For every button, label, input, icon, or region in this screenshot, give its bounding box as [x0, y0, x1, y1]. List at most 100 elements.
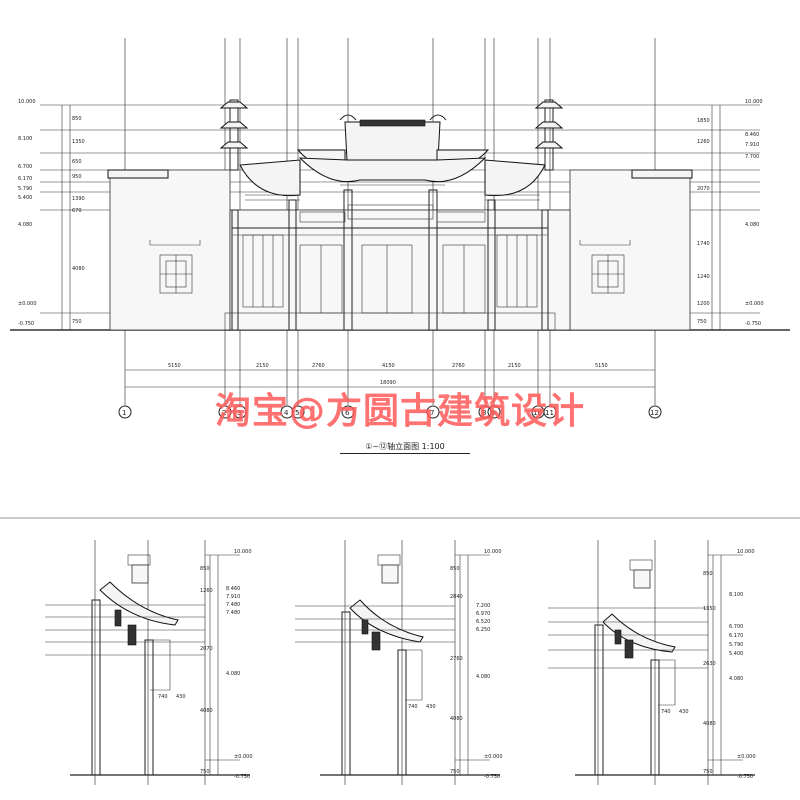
section-b: 10.000 7.200 6.970 6.520 6.250 4.080 ±0.… — [295, 540, 503, 785]
level-mark: 6.170 — [729, 633, 743, 639]
front-elevation: 10.000 8.100 6.700 6.170 5.790 5.400 4.0… — [10, 38, 790, 419]
lattice-window-right — [579, 240, 631, 294]
horizontal-dimensions: 5150 2150 2760 4150 2760 2150 5150 18090 — [125, 363, 655, 388]
axis-label: 11 — [545, 409, 554, 417]
dim-text: 850 — [703, 571, 713, 577]
level-mark: 7.910 — [226, 594, 240, 600]
lattice-window-left — [149, 240, 201, 294]
axis-label: 8 — [482, 409, 486, 417]
section-c: 10.000 8.100 6.700 6.170 5.790 5.400 4.0… — [548, 540, 756, 785]
dim-text: 2760 — [312, 363, 325, 369]
level-mark: ±0.000 — [18, 301, 37, 307]
level-mark: ±0.000 — [737, 754, 756, 760]
level-mark: 7.910 — [745, 142, 759, 148]
level-mark: 6.970 — [476, 611, 490, 617]
dim-text: 4080 — [72, 266, 85, 272]
level-mark: 8.460 — [226, 586, 240, 592]
level-mark: -0.750 — [18, 321, 34, 327]
dim-text: 850 — [450, 566, 460, 572]
axis-label: 5 — [295, 409, 299, 417]
level-mark: 8.100 — [729, 592, 743, 598]
side-walls — [107, 169, 693, 331]
level-mark: 5.790 — [729, 642, 743, 648]
section-a: 10.000 8.460 7.910 7.480 7.480 4.080 ±0.… — [45, 540, 253, 785]
dim-text: 740 — [408, 704, 418, 710]
left-level-markers: 10.000 8.100 6.700 6.170 5.790 5.400 4.0… — [18, 99, 85, 330]
level-mark: 7.480 — [226, 610, 240, 616]
watermark-text: 淘宝@方圆古建筑设计 — [214, 391, 585, 432]
dim-text: 4080 — [703, 721, 716, 727]
dim-text: 1390 — [72, 196, 85, 202]
level-mark: -0.750 — [745, 321, 761, 327]
elevation-caption: ①~⑫轴立面图 1:100 — [340, 441, 470, 454]
right-level-markers: 10.000 8.460 7.910 7.700 4.080 ±0.000 -0… — [697, 99, 764, 330]
level-mark: 6.170 — [18, 176, 32, 182]
level-mark: 7.700 — [745, 154, 759, 160]
roofs — [239, 114, 546, 201]
dim-text: 2070 — [200, 646, 213, 652]
dim-text: 4080 — [450, 716, 463, 722]
dim-text: 430 — [426, 704, 436, 710]
dim-text: 750 — [200, 769, 210, 775]
dim-text: 740 — [661, 709, 671, 715]
level-mark: 6.520 — [476, 619, 490, 625]
dim-text: 750 — [703, 769, 713, 775]
level-mark: -0.750 — [484, 774, 500, 780]
level-mark: 10.000 — [234, 549, 252, 555]
dim-text: 430 — [679, 709, 689, 715]
dim-text: 850 — [72, 116, 82, 122]
level-mark: 5.790 — [18, 186, 32, 192]
dim-text: 2150 — [256, 363, 269, 369]
dim-text: 1350 — [72, 139, 85, 145]
level-mark: 6.250 — [476, 627, 490, 633]
axis-bubbles: 1 2 3 4 5 6 7 8 9 10 11 12 — [118, 405, 662, 419]
level-mark: -0.750 — [234, 774, 250, 780]
corner-towers — [219, 99, 564, 171]
level-mark: 7.480 — [226, 602, 240, 608]
dim-text: 750 — [450, 769, 460, 775]
axis-label: 12 — [650, 409, 659, 417]
level-mark: 4.080 — [476, 674, 490, 680]
level-mark: -0.750 — [737, 774, 753, 780]
dim-text: 740 — [158, 694, 168, 700]
dim-text: 750 — [72, 319, 82, 325]
level-mark: 8.460 — [745, 132, 759, 138]
axis-label: 6 — [345, 409, 350, 417]
dim-text: 670 — [72, 208, 82, 214]
level-mark: ±0.000 — [234, 754, 253, 760]
level-mark: 8.100 — [18, 136, 32, 142]
main-building — [224, 189, 571, 331]
level-mark: 10.000 — [484, 549, 502, 555]
dim-text: 850 — [200, 566, 210, 572]
dim-text: 1260 — [697, 139, 710, 145]
dim-text: 2630 — [703, 661, 716, 667]
level-mark: 4.080 — [226, 671, 240, 677]
level-mark: 4.080 — [745, 222, 759, 228]
dim-text: 4150 — [382, 363, 395, 369]
dim-text: 1350 — [703, 606, 716, 612]
axis-label: 2 — [222, 409, 226, 417]
dim-text: 1240 — [697, 274, 710, 280]
level-mark: 4.080 — [18, 222, 32, 228]
level-mark: 7.200 — [476, 603, 490, 609]
dim-text: 430 — [176, 694, 186, 700]
dim-text: 950 — [72, 174, 82, 180]
dim-text: 1740 — [697, 241, 710, 247]
dim-text: 2070 — [697, 186, 710, 192]
dim-text: 5150 — [168, 363, 181, 369]
level-mark: ±0.000 — [745, 301, 764, 307]
level-mark: 10.000 — [18, 99, 36, 105]
dim-text: 2760 — [452, 363, 465, 369]
level-mark: 6.700 — [18, 164, 32, 170]
level-mark: 6.700 — [729, 624, 743, 630]
axis-label: 10 — [533, 409, 542, 417]
level-mark: ±0.000 — [484, 754, 503, 760]
level-mark: 5.400 — [18, 195, 32, 201]
dim-text: 2760 — [450, 656, 463, 662]
level-mark: 10.000 — [737, 549, 755, 555]
level-mark: 5.400 — [729, 651, 743, 657]
dim-text: 750 — [697, 319, 707, 325]
axis-label: 3 — [237, 409, 241, 417]
level-mark: 10.000 — [745, 99, 763, 105]
